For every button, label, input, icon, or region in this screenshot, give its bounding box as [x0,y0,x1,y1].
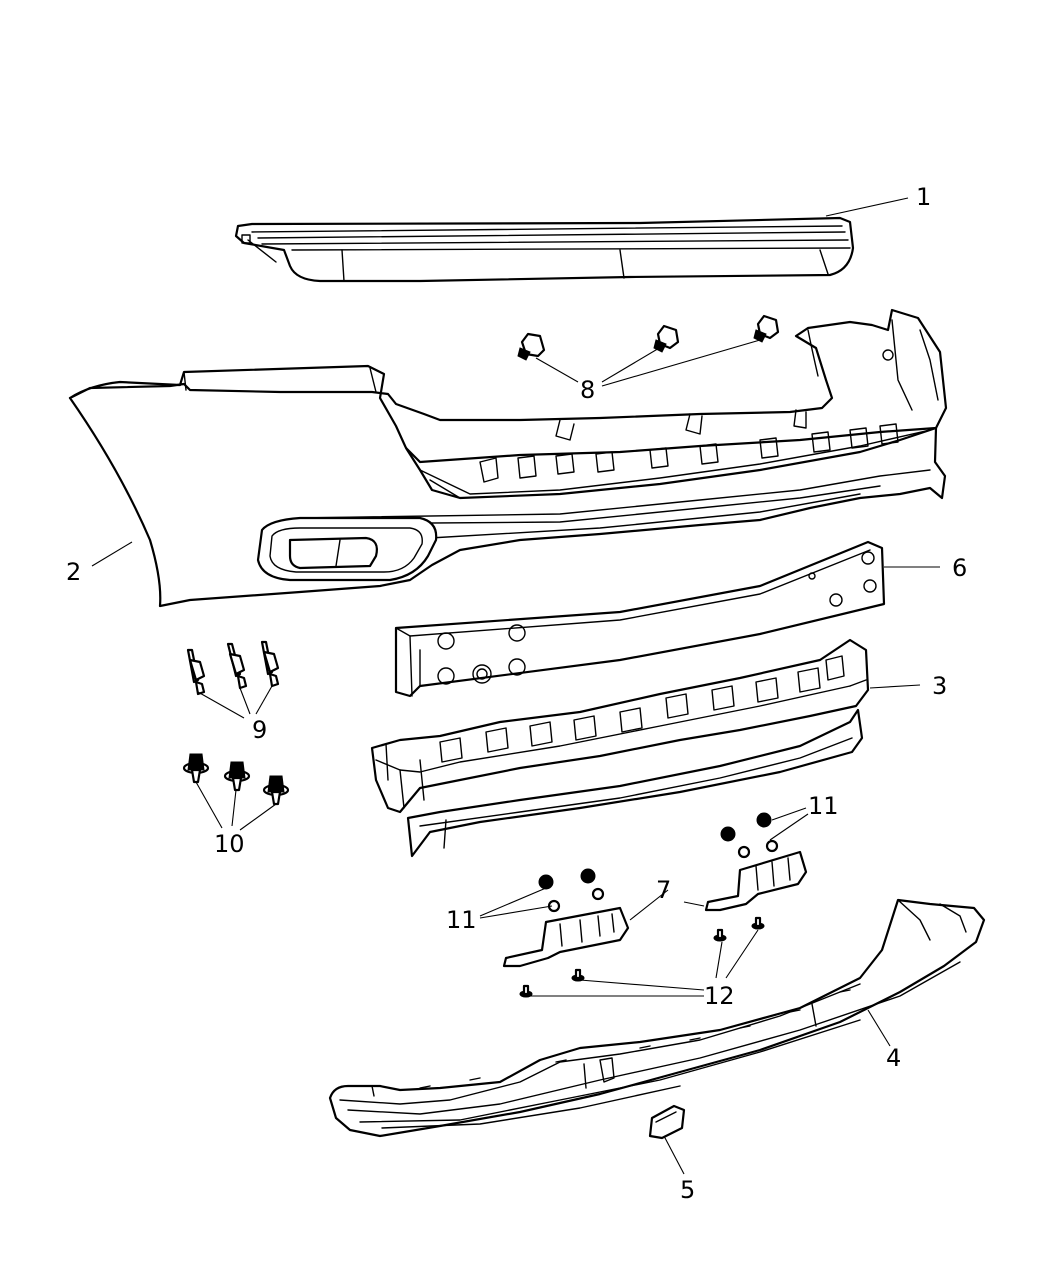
callout-9: 9 [252,716,267,744]
callout-8: 8 [580,376,595,404]
pin-9c-icon [260,640,280,688]
callout-labels: 1 2 3 4 5 6 7 8 9 10 11 11 12 [66,183,967,1204]
part-5-tow-cover [648,1104,686,1140]
callout-11-left: 11 [446,906,477,934]
callout-6: 6 [952,554,967,582]
part-1-step-pad [234,216,855,283]
callout-12: 12 [704,982,735,1010]
screw-12b-icon [571,968,585,982]
callout-11-right: 11 [808,792,839,820]
callout-5: 5 [680,1176,695,1204]
nut-11b-icon [580,868,605,901]
callout-2: 2 [66,558,81,586]
pin-9b-icon [226,642,248,690]
callout-4: 4 [886,1044,901,1072]
part-4-lower-valance [328,898,986,1138]
bracket-7a-icon [502,906,630,968]
part-3-energy-absorber [370,638,870,858]
part-7-brackets [502,850,808,968]
clip-8c-icon [753,314,780,343]
part-11-fasteners [538,812,779,913]
callout-7: 7 [656,876,671,904]
callout-10: 10 [214,830,245,858]
bracket-7b-icon [704,850,808,912]
nut-11c-icon [720,826,751,859]
part-10-retainers [182,753,290,806]
part-6-reinforcement-beam [394,540,886,698]
nut-11d-icon [756,812,779,853]
callout-3: 3 [932,672,947,700]
part-2-bumper-fascia [68,308,948,608]
leader-lines [91,197,940,1175]
part-9-push-pins [186,640,280,696]
retainer-10b-icon [223,761,251,792]
screw-12c-icon [713,928,727,942]
clip-8a-icon [517,332,546,361]
retainer-10a-icon [182,753,210,784]
retainer-10c-icon [262,775,290,806]
part-12-screws [519,916,765,998]
clip-8b-icon [653,324,680,353]
part-8-clips [517,314,780,361]
nut-11a-icon [538,874,561,913]
screw-12d-icon [751,916,765,930]
screw-12a-icon [519,984,533,998]
pin-9a-icon [186,648,206,696]
callout-1: 1 [916,183,931,211]
